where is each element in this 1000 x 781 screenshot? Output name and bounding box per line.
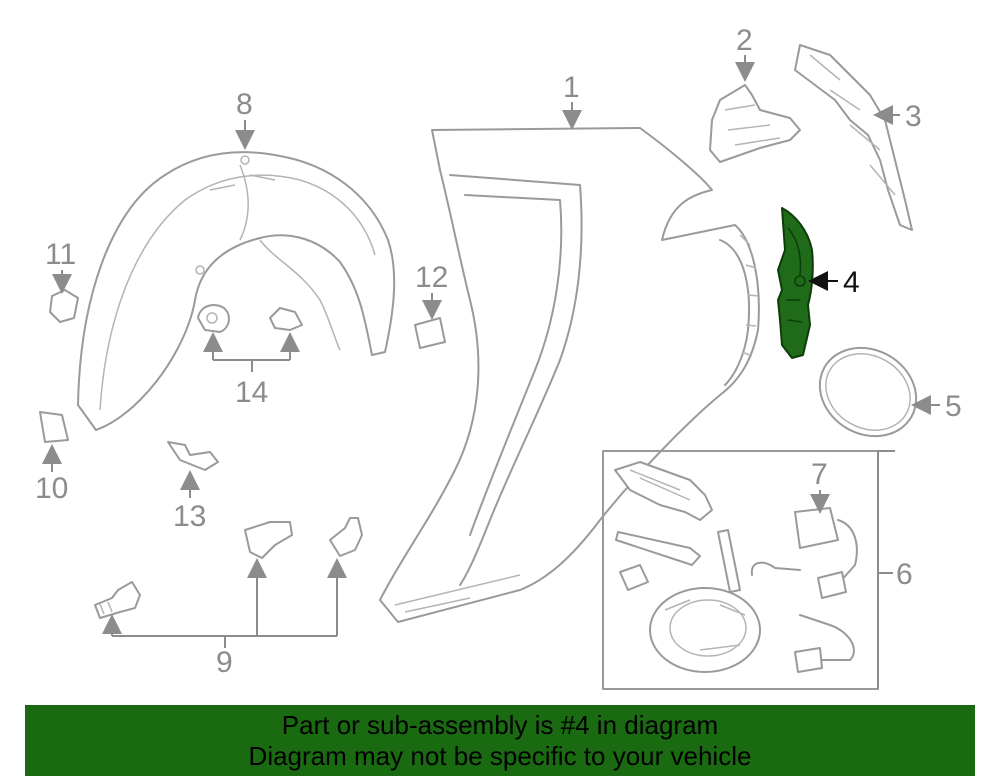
fuel-door-bracket-part-4[interactable] <box>777 207 814 359</box>
push-pin-part-13[interactable] <box>167 441 219 471</box>
callout-14: 14 <box>235 376 268 409</box>
screw-part-9a[interactable] <box>94 581 141 619</box>
callout-8: 8 <box>236 88 253 121</box>
retainer-part-14a[interactable] <box>197 304 230 333</box>
retainer-part-14b[interactable] <box>269 307 303 331</box>
screw-part-9c[interactable] <box>329 517 363 557</box>
callout-12: 12 <box>415 261 448 294</box>
bracket-part-2[interactable] <box>709 84 801 163</box>
footer-line-2: Diagram may not be specific to your vehi… <box>248 741 752 771</box>
callout-10: 10 <box>35 472 68 505</box>
footer-line-1: Part or sub-assembly is #4 in diagram <box>281 710 719 740</box>
callout-13: 13 <box>173 500 206 533</box>
callout-3: 3 <box>905 100 922 133</box>
callout-5: 5 <box>945 390 962 423</box>
clip-part-12[interactable] <box>414 317 446 349</box>
callout-labels: 1 2 3 4 5 7 6 8 11 12 14 10 13 9 <box>35 24 962 679</box>
callout-11: 11 <box>45 238 76 271</box>
leader-lines <box>42 55 940 689</box>
footer-banner: Part or sub-assembly is #4 in diagram Di… <box>25 705 975 776</box>
callout-1: 1 <box>563 71 580 104</box>
quarter-panel-part-1[interactable] <box>379 127 760 623</box>
clip-part-11[interactable] <box>49 289 79 323</box>
clip-part-10[interactable] <box>39 411 69 443</box>
callout-4: 4 <box>843 266 860 299</box>
callout-9: 9 <box>216 646 233 679</box>
reinforcement-part-3[interactable] <box>794 44 913 231</box>
wheelhouse-liner-part-8[interactable] <box>77 151 396 431</box>
housing-kit-box-part-6[interactable] <box>602 450 879 690</box>
screw-part-9b[interactable] <box>244 521 293 559</box>
callout-7: 7 <box>811 458 828 491</box>
callout-2: 2 <box>736 24 753 57</box>
fuel-door-part-5[interactable] <box>804 331 933 454</box>
callout-6: 6 <box>896 558 913 591</box>
